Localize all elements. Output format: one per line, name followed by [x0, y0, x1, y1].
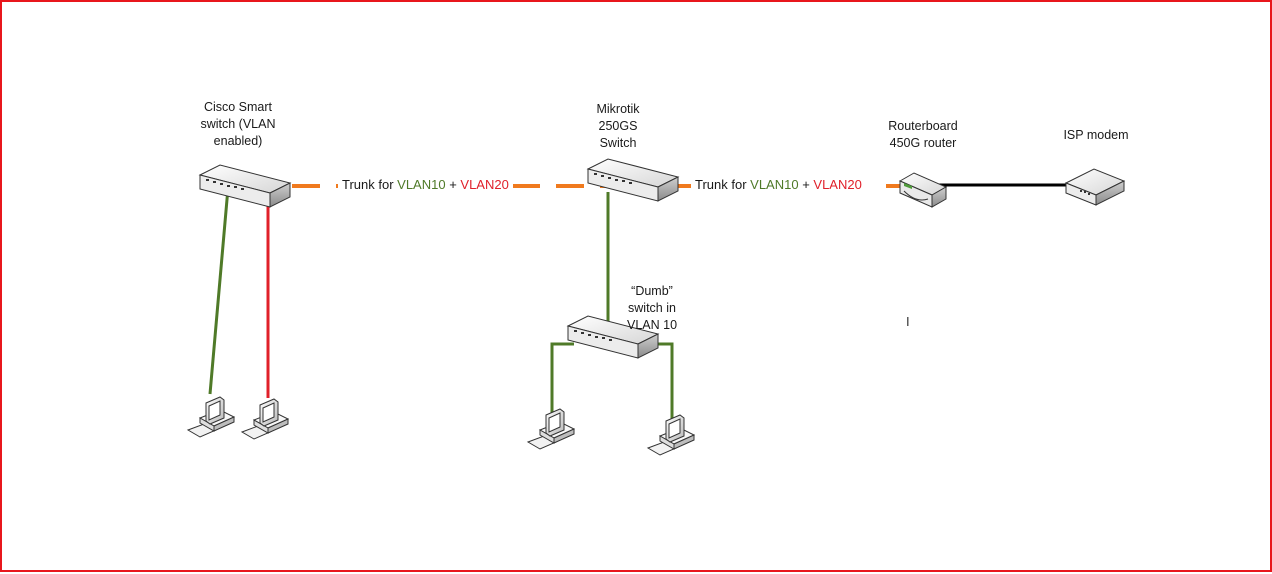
trunk-label-1: Trunk for VLAN10 + VLAN20 — [338, 177, 513, 192]
label-cisco: Cisco Smart switch (VLAN enabled) — [200, 100, 276, 148]
cisco-switch-icon — [199, 164, 291, 208]
link-dumb-pc4-vlan10 — [642, 342, 674, 432]
trunk-label-2: Trunk for VLAN10 + VLAN20 — [691, 177, 866, 192]
label-isp: ISP modem — [1063, 128, 1129, 142]
link-cisco-pc1-vlan10 — [208, 187, 230, 395]
label-dumb: “Dumb” switch in VLAN 10 — [626, 284, 678, 332]
label-routerboard: Routerboard 450G router — [888, 119, 958, 150]
isp-modem-icon — [1064, 168, 1126, 206]
label-mikrotik: Mikrotik 250GS Switch — [596, 102, 640, 150]
mikrotik-switch-icon — [587, 158, 679, 202]
link-dumb-pc3-vlan10 — [550, 342, 574, 424]
pc-icon-1 — [187, 396, 235, 438]
router-icon — [898, 172, 948, 208]
pc-icon-3 — [527, 408, 575, 450]
stray-text-cursor: I — [906, 314, 910, 329]
pc-icon-2 — [241, 398, 289, 440]
pc-icon-4 — [647, 414, 695, 456]
